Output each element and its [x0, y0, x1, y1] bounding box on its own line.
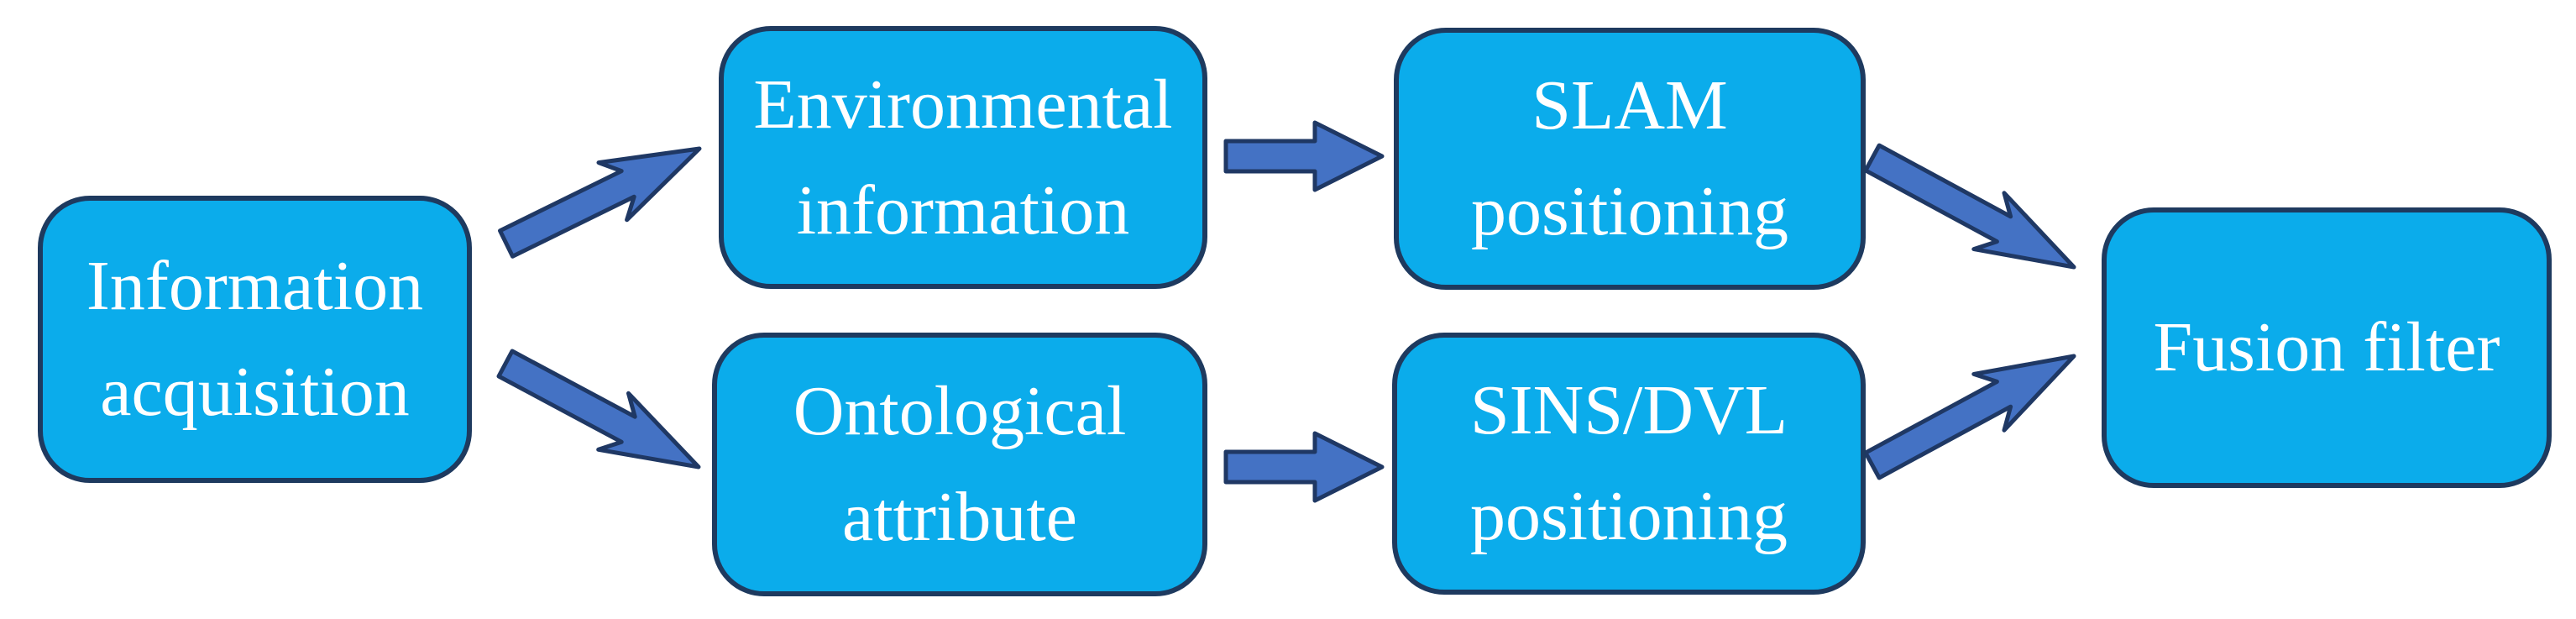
node-sins-dvl-positioning: SINS/DVL positioning	[1392, 333, 1866, 595]
arrow-slam-to-fusion	[1863, 143, 2076, 270]
arrow-sinsdvl-to-fusion	[1863, 354, 2076, 480]
node-label-line: Ontological	[793, 372, 1127, 450]
node-label-line: information	[796, 170, 1130, 249]
node-label-line: Information	[86, 247, 424, 325]
node-label-line: positioning	[1469, 477, 1788, 555]
node-label-line: acquisition	[100, 353, 410, 431]
node-label-line: Fusion filter	[2153, 308, 2500, 386]
node-label-line: Environmental	[753, 65, 1173, 144]
node-information-acquisition: Information acquisition	[38, 196, 472, 483]
arrow-ontological-to-sinsdvl	[1223, 431, 1385, 503]
arrow-environmental-to-slam	[1223, 120, 1385, 192]
arrow-acquisition-to-ontological	[496, 349, 701, 469]
node-label-line: positioning	[1470, 172, 1789, 250]
node-environmental-information: Environmental information	[719, 26, 1207, 289]
node-label-line: SINS/DVL	[1469, 371, 1788, 449]
arrow-acquisition-to-environmental	[498, 146, 702, 259]
node-fusion-filter: Fusion filter	[2102, 207, 2552, 488]
node-ontological-attribute: Ontological attribute	[712, 333, 1207, 596]
node-label-line: attribute	[842, 478, 1077, 556]
node-label-line: SLAM	[1531, 66, 1728, 144]
node-slam-positioning: SLAM positioning	[1394, 28, 1866, 290]
